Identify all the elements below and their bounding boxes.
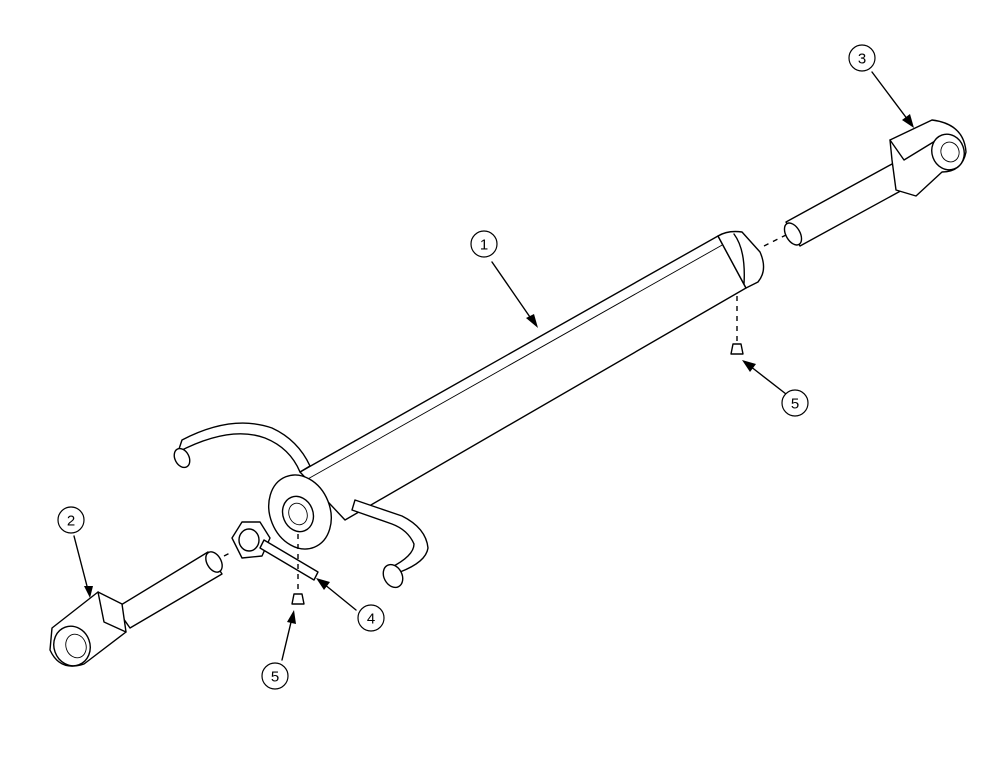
tie-rod-end-left [49,551,223,667]
grease-fitting-left [291,593,305,605]
callout-label: 4 [367,611,375,628]
hydraulic-line-lower [351,499,429,589]
callout-5a: 5 [781,389,809,417]
callout-3: 3 [848,44,876,72]
leader-lines [73,71,914,661]
callout-label: 2 [67,513,75,530]
grease-fitting-right [730,343,744,355]
callout-label: 1 [480,237,488,254]
callout-1: 1 [470,230,498,258]
hydraulic-line-upper [173,422,311,473]
tie-rod-end-right [783,119,967,247]
callout-label: 5 [271,669,279,686]
assembly-lines [223,233,789,592]
callout-4: 4 [357,604,385,632]
callout-5b: 5 [261,662,289,690]
callout-label: 5 [791,396,799,413]
callout-2: 2 [57,506,85,534]
callout-label: 3 [858,51,866,68]
threaded-rod [259,539,319,581]
cylinder-tube [268,230,765,550]
